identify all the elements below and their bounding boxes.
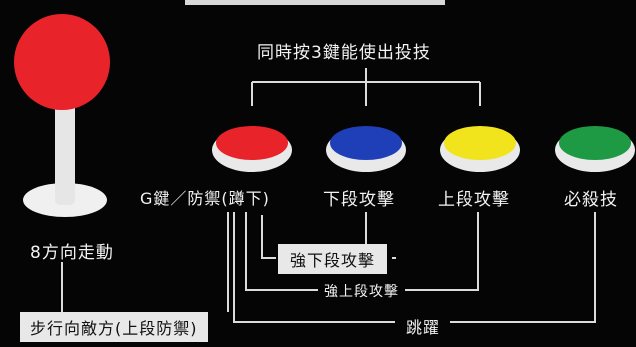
button-cap	[444, 126, 516, 160]
walk-back-box: 步行向敵方(上段防禦)	[20, 312, 208, 342]
strong-low-attack-box: 強下段攻擊	[278, 244, 388, 274]
line-jump-right	[445, 212, 596, 323]
arcade-button-special	[555, 126, 635, 172]
strong-high-attack-label: 強上段攻擊	[318, 280, 405, 302]
button-row	[212, 126, 635, 172]
button-label-high-attack: 上段攻擊	[438, 190, 510, 210]
arcade-button-low-attack	[326, 126, 406, 172]
arcade-button-high-attack	[440, 126, 520, 172]
throw-title: 同時按3鍵能使出投技	[257, 43, 431, 63]
jump-label: 跳躍	[396, 312, 451, 340]
button-label-low-attack: 下段攻擊	[323, 190, 395, 210]
joystick-ball	[14, 14, 110, 110]
button-cap	[330, 126, 402, 160]
joystick	[14, 14, 110, 217]
top-strip	[185, 0, 445, 5]
joystick-label: 8方向走動	[30, 243, 114, 263]
line-jump-left	[233, 212, 395, 323]
button-cap	[559, 126, 631, 160]
joystick-stick	[55, 100, 75, 205]
button-cap	[216, 126, 288, 160]
line-strong-high-left	[245, 212, 318, 291]
button-label-special: 必殺技	[564, 190, 618, 210]
throw-bracket	[251, 68, 481, 106]
button-label-guard: G鍵／防禦(蹲下)	[140, 189, 270, 208]
line-strong-high-right	[405, 212, 479, 291]
line-strong-low-left	[261, 215, 276, 259]
arcade-button-guard	[212, 126, 292, 172]
